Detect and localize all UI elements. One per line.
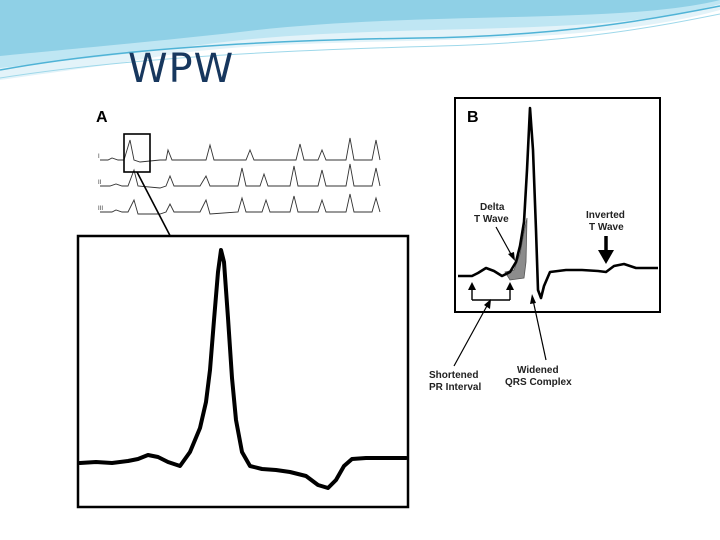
widened-qrs-label-line1: Widened <box>517 365 559 376</box>
panel-b-ecg-trace <box>458 106 658 300</box>
delta-wave-pointer <box>495 226 513 257</box>
panel-b-label: B <box>467 109 479 126</box>
slide-header-decoration <box>0 0 720 80</box>
decor-swoosh-line-2 <box>0 13 720 79</box>
ecg-strip-lead-3 <box>100 193 381 215</box>
lead-label-2: II <box>98 180 102 186</box>
lead-label-3: III <box>98 206 103 212</box>
shortened-pr-label-line1: Shortened <box>429 370 478 381</box>
delta-wave-pointer-head <box>508 252 515 261</box>
widened-qrs-pointer <box>532 299 547 361</box>
inverted-t-arrow-head <box>598 250 614 264</box>
lead-label-1: I <box>98 154 100 160</box>
ecg-strip-lead-1 <box>100 137 381 163</box>
delta-wave-shading <box>504 217 528 281</box>
panel-a-label: A <box>96 109 108 126</box>
widened-qrs-label-line2: QRS Complex <box>505 377 572 388</box>
pr-interval-bracket <box>468 282 514 301</box>
decor-swoosh-front <box>0 0 720 56</box>
widened-qrs-pointer-head <box>530 294 536 304</box>
shortened-pr-label-line2: PR Interval <box>429 382 481 393</box>
inverted-t-label-line1: Inverted <box>586 210 625 221</box>
shortened-pr-pointer <box>453 303 489 367</box>
enlarged-complex-box <box>76 234 410 509</box>
delta-wave-label-line2: T Wave <box>474 214 509 225</box>
slide-title: WPW <box>128 46 235 92</box>
panel-b-box <box>454 97 661 313</box>
enlarged-ecg-trace <box>78 248 408 490</box>
decor-swoosh-line <box>0 5 720 71</box>
delta-wave-label-line1: Delta <box>480 202 505 213</box>
shortened-pr-pointer-head <box>484 299 491 309</box>
inverted-t-label-line2: T Wave <box>589 222 624 233</box>
